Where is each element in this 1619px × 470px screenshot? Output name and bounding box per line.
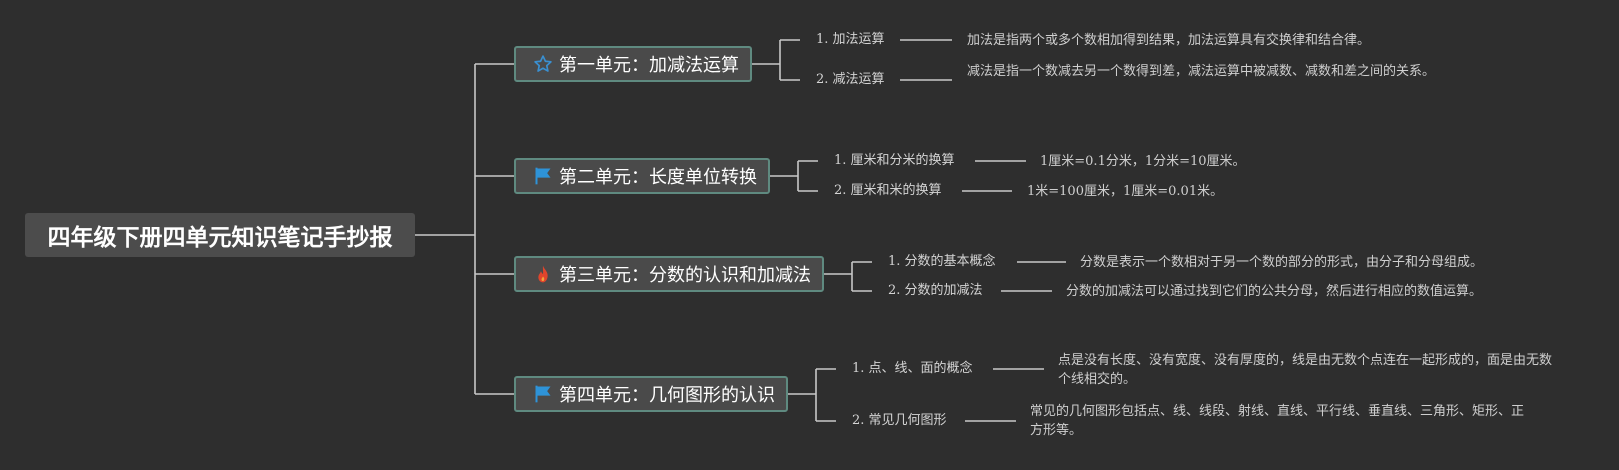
unit-4-item-1-label[interactable]: 1. 点、线、面的概念 <box>852 361 973 376</box>
unit-4-topic[interactable]: 第四单元：几何图形的认识 <box>514 376 788 412</box>
unit-3-item-2-desc: 分数的加减法可以通过找到它们的公共分母，然后进行相应的数值运算。 <box>1066 284 1483 299</box>
root-title: 四年级下册四单元知识笔记手抄报 <box>47 225 393 251</box>
unit-2-item-1-label[interactable]: 1. 厘米和分米的换算 <box>834 153 955 168</box>
unit-1-item-2-label[interactable]: 2. 减法运算 <box>816 72 885 87</box>
unit-3-topic[interactable]: 第三单元：分数的认识和加减法 <box>514 256 824 292</box>
unit-3-item-1-desc: 分数是表示一个数相对于另一个数的部分的形式，由分子和分母组成。 <box>1080 255 1484 270</box>
unit-1-title: 第一单元：加减法运算 <box>559 55 739 76</box>
unit-2-title: 第二单元：长度单位转换 <box>559 167 757 188</box>
unit-3-item-1-label[interactable]: 1. 分数的基本概念 <box>888 254 996 269</box>
star-icon <box>532 53 554 75</box>
unit-3-title: 第三单元：分数的认识和加减法 <box>559 265 811 286</box>
unit-4-item-1-desc: 点是没有长度、没有宽度、没有厚度的，线是由无数个点连在一起形成的，面是由无数个线… <box>1058 353 1553 387</box>
unit-3-item-2-label[interactable]: 2. 分数的加减法 <box>888 283 983 298</box>
unit-2-item-2-desc: 1米=100厘米，1厘米=0.01米。 <box>1027 184 1224 199</box>
flag-icon <box>532 383 554 405</box>
unit-4-title: 第四单元：几何图形的认识 <box>559 385 775 406</box>
unit-1-item-2-desc: 减法是指一个数减去另一个数得到差，减法运算中被减数、减数和差之间的关系。 <box>967 64 1436 79</box>
unit-1-topic[interactable]: 第一单元：加减法运算 <box>514 46 752 82</box>
unit-4-item-2-label[interactable]: 2. 常见几何图形 <box>852 413 947 428</box>
fire-icon <box>532 263 554 285</box>
unit-1-item-1-label[interactable]: 1. 加法运算 <box>816 32 885 47</box>
unit-2-item-1-desc: 1厘米=0.1分米，1分米=10厘米。 <box>1040 154 1246 169</box>
unit-1-item-1-desc: 加法是指两个或多个数相加得到结果，加法运算具有交换律和结合律。 <box>967 33 1371 48</box>
unit-2-item-2-label[interactable]: 2. 厘米和米的换算 <box>834 183 942 198</box>
root-topic[interactable]: 四年级下册四单元知识笔记手抄报 <box>25 213 415 257</box>
unit-2-topic[interactable]: 第二单元：长度单位转换 <box>514 158 770 194</box>
flag-icon <box>532 165 554 187</box>
unit-4-item-2-desc: 常见的几何图形包括点、线、线段、射线、直线、平行线、垂直线、三角形、矩形、正方形… <box>1030 404 1525 438</box>
